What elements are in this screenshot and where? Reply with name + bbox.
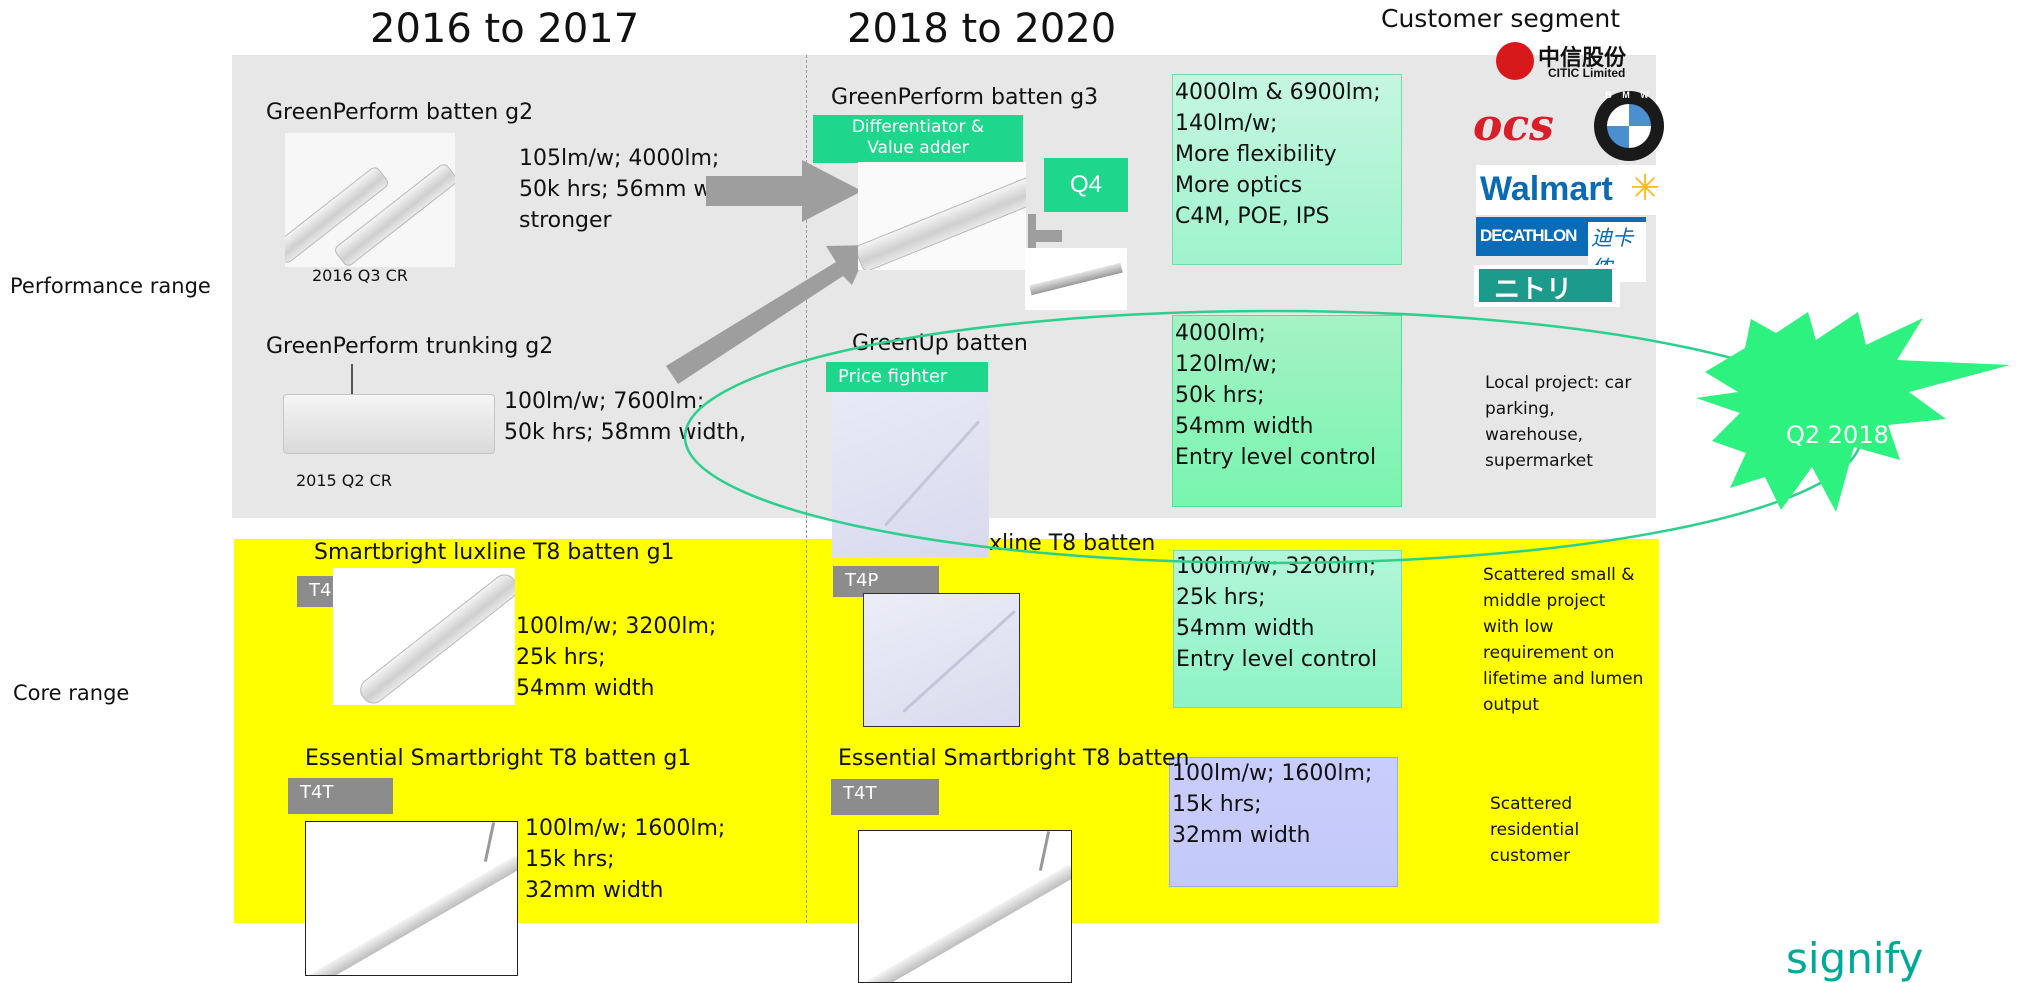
product-title-ess-sb-g1: Essential Smartbright T8 batten g1	[305, 746, 692, 771]
q4-badge: Q4	[1044, 158, 1128, 212]
spec-box-essential: 100lm/w; 1600lm; 15k hrs; 32mm width	[1169, 757, 1398, 887]
ocs-logo-text: ocs	[1473, 100, 1554, 151]
product-image-gp-batten-g2	[285, 133, 455, 267]
spec-box-greenup: 4000lm; 120lm/w; 50k hrs; 54mm width Ent…	[1172, 315, 1402, 507]
product-title-ess-sb-new: Essential Smartbright T8 batten	[838, 746, 1190, 771]
tag-t4t-2016: T4T	[288, 778, 393, 814]
ocs-logo: ocs	[1469, 94, 1555, 158]
product-title-gp-batten-g2: GreenPerform batten g2	[266, 100, 534, 125]
decathlon-logo-text: DECATHLON	[1480, 226, 1577, 245]
caption-2015-q2-cr: 2015 Q2 CR	[296, 471, 392, 490]
product-image-ess-sb-new	[858, 830, 1072, 983]
q4-badge-label: Q4	[1069, 171, 1102, 198]
tag-differentiator: Differentiator & Value adder	[813, 115, 1023, 163]
citic-emblem-icon	[1496, 42, 1534, 80]
highlight-oval	[683, 309, 1863, 565]
walmart-spark-icon: ✳	[1630, 167, 1661, 208]
citic-logo-cn: 中信股份	[1538, 46, 1627, 71]
product-image-rail	[1025, 248, 1127, 310]
product-title-sb-luxline-partial: xline T8 batten	[989, 531, 1156, 556]
period-divider	[806, 55, 807, 923]
product-image-sb-luxline-new	[863, 593, 1020, 727]
product-image-gp-trunking-g2	[283, 364, 498, 461]
period-header-2016: 2016 to 2017	[370, 6, 640, 52]
product-image-greenup-batten	[832, 392, 989, 557]
spec-sb-luxline-g1: 100lm/w; 3200lm; 25k hrs; 54mm width	[516, 614, 717, 701]
product-image-ess-sb-g1	[305, 821, 518, 976]
nitori-logo: ニトリ	[1474, 265, 1620, 307]
row-label-performance: Performance range	[10, 274, 211, 298]
tag-t4p-2018: T4P	[833, 566, 939, 597]
tag-t4t-2018: T4T	[831, 779, 939, 815]
burst-icon	[1696, 312, 2010, 512]
product-image-gp-batten-g3	[858, 162, 1026, 270]
customer-segment-header: Customer segment	[1381, 4, 1621, 33]
signify-logo-text: signify	[1786, 934, 1924, 983]
product-image-sb-luxline-g1	[333, 568, 515, 705]
tag-price-fighter: Price fighter	[826, 362, 988, 392]
walmart-logo-text: Walmart	[1480, 170, 1613, 208]
spec-gp-trunking-g2: 100lm/w; 7600lm; 50k hrs; 58mm width,	[504, 389, 747, 445]
bmw-logo: B M W	[1594, 90, 1664, 161]
segment-local-project: Local project: car parking, warehouse, s…	[1485, 373, 1632, 471]
walmart-logo: Walmart ✳	[1476, 165, 1666, 215]
citic-logo: 中信股份 CITIC Limited	[1496, 40, 1648, 82]
signify-logo: signify	[1786, 936, 1923, 982]
spec-box-luxline: 100lm/w; 3200lm; 25k hrs; 54mm width Ent…	[1173, 550, 1402, 708]
segment-residential: Scattered residential customer	[1490, 794, 1580, 866]
q2-2018-label: Q2 2018	[1786, 421, 1889, 449]
product-title-gp-trunking-g2: GreenPerform trunking g2	[266, 334, 554, 359]
arrow-diagonal-icon	[666, 245, 870, 384]
bmw-logo-text: B M W	[1605, 90, 1653, 100]
arrow-right-icon	[706, 160, 862, 222]
caption-2016-q3-cr: 2016 Q3 CR	[312, 266, 408, 285]
connector-icon	[1028, 214, 1062, 258]
spec-ess-sb-g1: 100lm/w; 1600lm; 15k hrs; 32mm width	[525, 816, 726, 903]
nitori-logo-text: ニトリ	[1494, 274, 1573, 304]
spec-box-g3: 4000lm & 6900lm; 140lm/w; More flexibili…	[1172, 74, 1402, 265]
citic-logo-en: CITIC Limited	[1548, 66, 1626, 80]
period-header-2018: 2018 to 2020	[847, 6, 1117, 52]
product-title-sb-luxline-g1: Smartbright luxline T8 batten g1	[314, 540, 675, 565]
row-label-core: Core range	[13, 681, 130, 705]
product-title-gp-batten-g3: GreenPerform batten g3	[831, 85, 1099, 110]
segment-scattered-small: Scattered small & middle project with lo…	[1483, 565, 1644, 715]
